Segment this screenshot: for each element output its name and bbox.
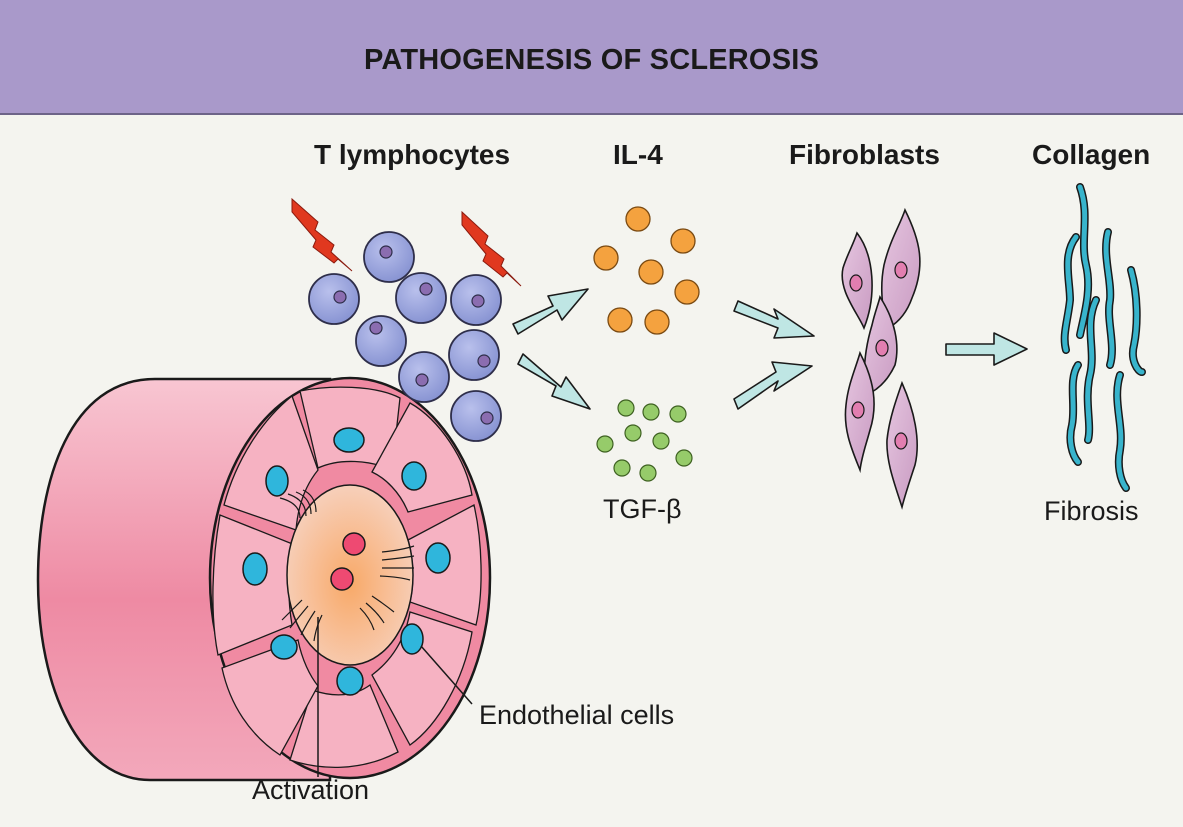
il4-molecules [593, 206, 700, 335]
diagram-title: PATHOGENESIS OF SCLEROSIS [363, 44, 820, 76]
fibroblast-cells [841, 207, 921, 510]
stage-label-il4: IL-4 [613, 139, 663, 170]
t-lymphocyte-cluster [308, 231, 502, 442]
tgf-beta-label: TGF-β [603, 494, 682, 524]
endothelial-cells-label: Endothelial cells [479, 700, 675, 730]
stage-label-fibroblasts: Fibroblasts [789, 139, 940, 170]
collagen-fibers [1060, 183, 1146, 492]
activation-label: Activation [252, 775, 370, 805]
stage-label-t-lymphocytes: T lymphocytes [314, 139, 511, 170]
flow-arrows [512, 288, 1028, 410]
fibrosis-label: Fibrosis [1044, 496, 1139, 526]
title-banner: PATHOGENESIS OF SCLEROSIS [0, 0, 1183, 115]
tgf-beta-molecules [596, 399, 693, 482]
stage-label-collagen: Collagen [1032, 139, 1151, 170]
lightning-bolt-icon [291, 197, 522, 287]
blood-vessel [36, 376, 492, 782]
